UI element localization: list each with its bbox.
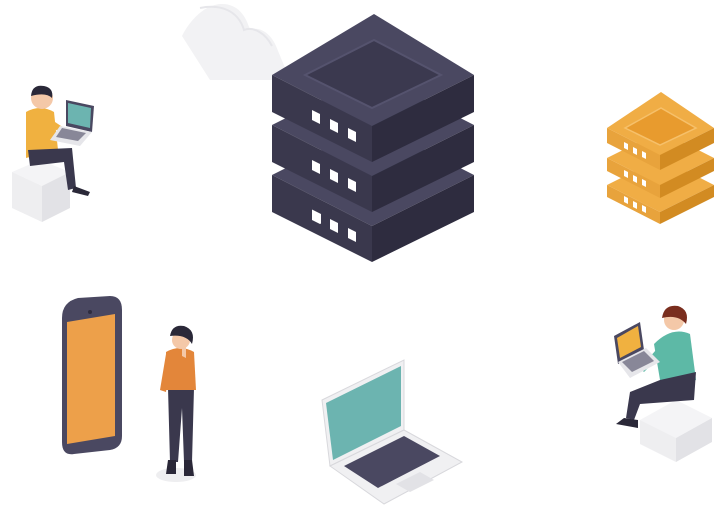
server-stack-icon [272,14,474,262]
smartphone-icon [62,296,122,455]
orange-server-stack-icon [607,92,714,224]
standing-woman-figure [156,325,196,482]
person-with-laptop-right [614,305,712,462]
cloud-icon [182,4,290,80]
person-with-laptop-left [12,85,94,222]
laptop-icon [321,359,464,505]
